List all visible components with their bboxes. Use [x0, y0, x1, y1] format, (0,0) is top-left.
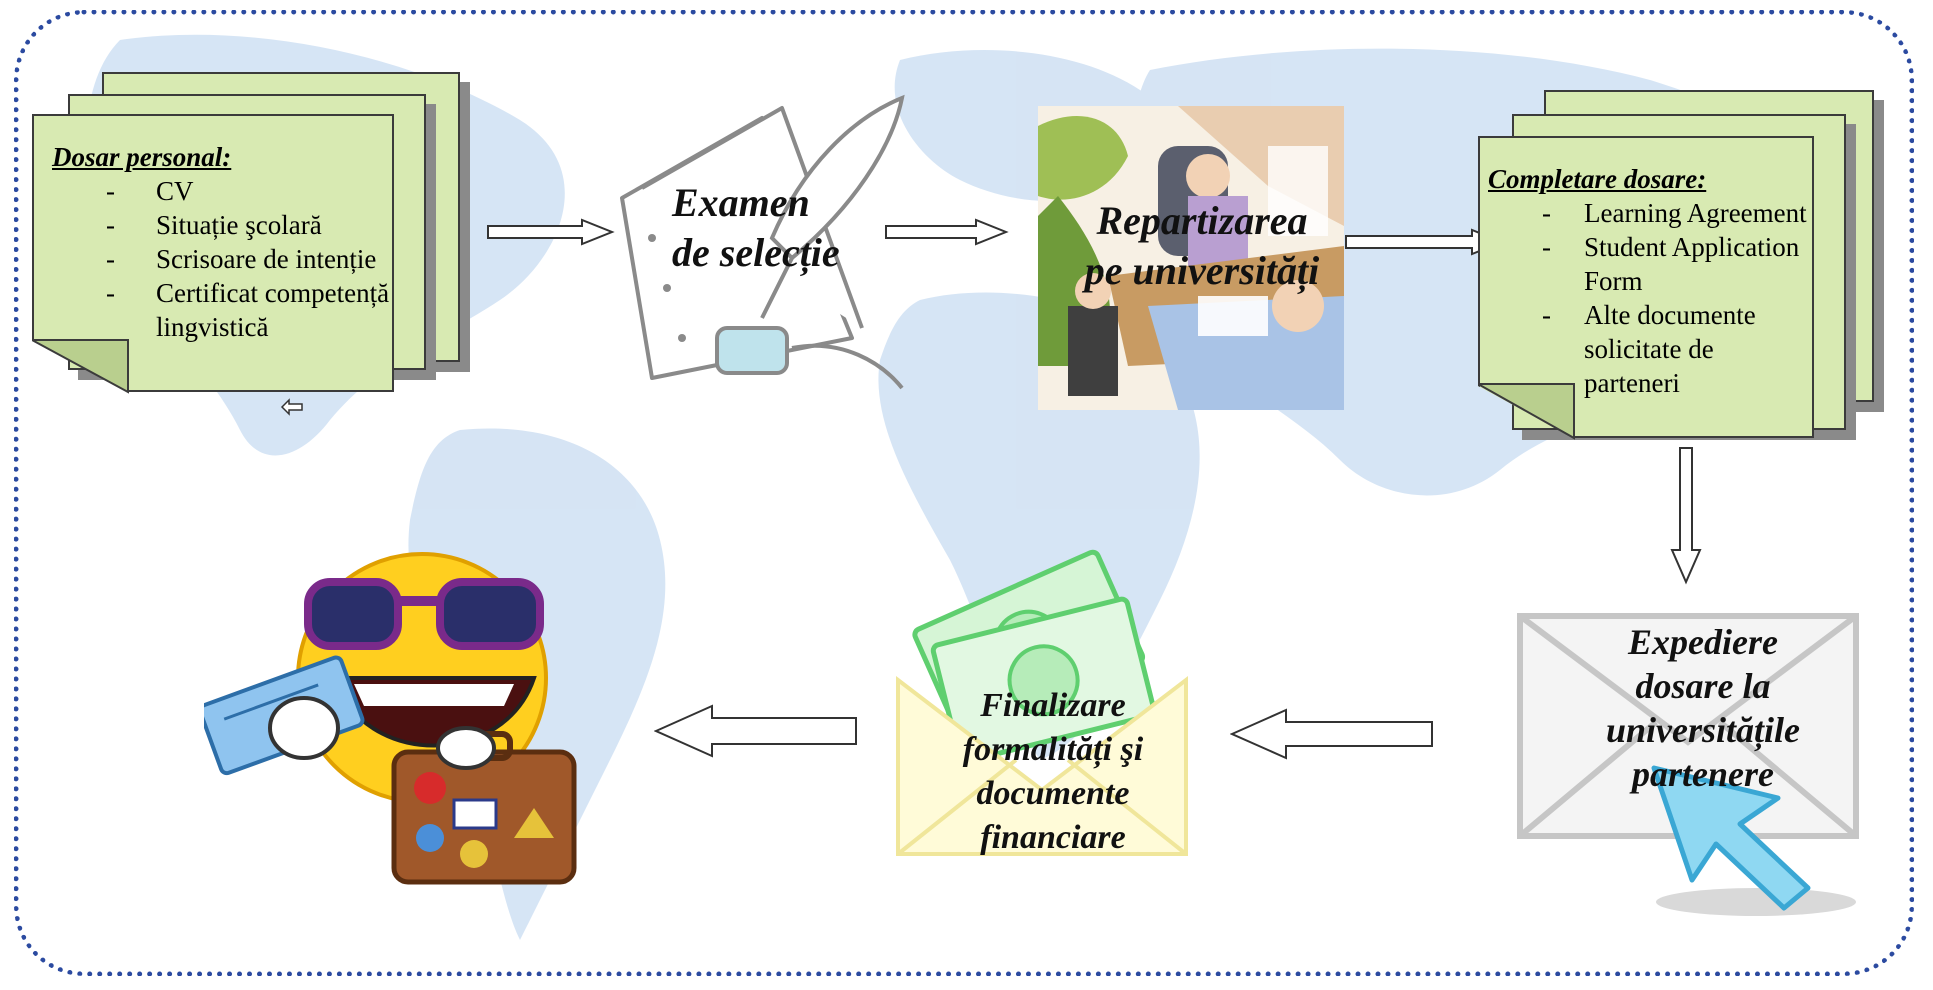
- arrow-left-2: [654, 704, 857, 758]
- dosar-personal-text: Dosar personal: CV Situație şcolară Scri…: [52, 140, 392, 344]
- office-meeting-icon: [1038, 106, 1344, 410]
- dotted-frame: [14, 10, 1914, 976]
- arrow-down: [1670, 447, 1702, 585]
- list-item: CV: [52, 174, 392, 208]
- small-left-arrow-icon: [280, 398, 303, 416]
- examen-label: Examen de selecție: [672, 180, 840, 275]
- money-envelope-icon: [896, 549, 1188, 856]
- list-item: Situație şcolară: [52, 208, 392, 242]
- completare-dosare-list: Learning Agreement Student Application F…: [1488, 196, 1814, 400]
- list-item: Learning Agreement: [1488, 196, 1814, 230]
- mouse-pointer-icon: [1651, 765, 1811, 911]
- list-item: Scrisoare de intenție: [52, 242, 392, 276]
- arrow-left-1: [1230, 708, 1433, 760]
- page-fold-icon: [32, 339, 129, 394]
- dosar-personal-title: Dosar personal:: [52, 142, 232, 172]
- list-item: Certificat competență lingvistică: [52, 276, 392, 344]
- arrow-right-1: [487, 218, 615, 246]
- list-item: Student Application Form: [1488, 230, 1814, 298]
- expediere-label: Expediere dosare la universitățile parte…: [1605, 622, 1800, 794]
- envelope-icon: [1517, 613, 1859, 916]
- list-item: Alte documente solicitate de parteneri: [1488, 298, 1814, 400]
- repartizare-label: Repartizarea pe universități: [1084, 198, 1320, 293]
- completare-dosare-title: Completare dosare:: [1488, 164, 1707, 194]
- finalizare-label: Finalizare formalități şi documente fina…: [962, 687, 1144, 856]
- smiley-traveler-icon: [204, 552, 577, 885]
- dosar-personal-list: CV Situație şcolară Scrisoare de intenți…: [52, 174, 392, 344]
- quill-paper-icon: [620, 94, 905, 390]
- completare-dosare-text: Completare dosare: Learning Agreement St…: [1488, 162, 1814, 400]
- arrow-right-2: [885, 218, 1009, 246]
